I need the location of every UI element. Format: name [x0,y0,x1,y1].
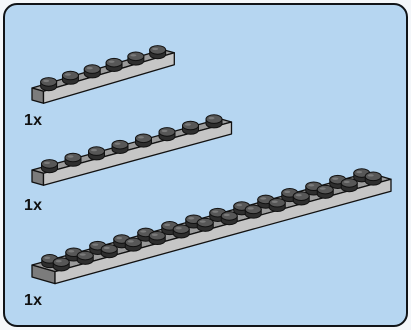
stud [40,77,58,92]
stud [76,250,94,265]
plate-top-face [31,118,233,174]
stud [205,114,223,129]
stud [105,57,123,72]
stud [182,120,199,135]
plate-1x6-brick [31,45,175,104]
stud [148,230,166,246]
stud [364,171,382,186]
stud [292,191,310,206]
stud [244,204,262,219]
stud [83,64,101,79]
stud [158,127,176,142]
stud [88,146,105,161]
stud [172,224,190,239]
plate-side-face [54,178,392,285]
quantity-label-plate-2x14: 1x [24,292,43,309]
stud [220,211,238,226]
plate-2x14-brick [31,168,392,285]
stud [124,237,142,252]
stud [268,197,286,213]
plate-side-face [42,52,175,104]
quantity-label-plate-1x6: 1x [24,112,43,129]
stud [135,133,152,148]
quantity-label-plate-1x8: 1x [24,197,43,214]
stud [127,51,145,66]
plate-end-face [31,87,45,104]
plate-1x8-brick [31,114,233,186]
stud [52,257,70,272]
stud [340,178,358,193]
stud [196,217,214,232]
stud [41,159,58,174]
stud [111,139,129,154]
plate-end-face [31,169,45,186]
stud [64,152,82,167]
stud [149,45,167,60]
stud [316,184,334,199]
stud [100,244,118,259]
stud [61,70,79,85]
